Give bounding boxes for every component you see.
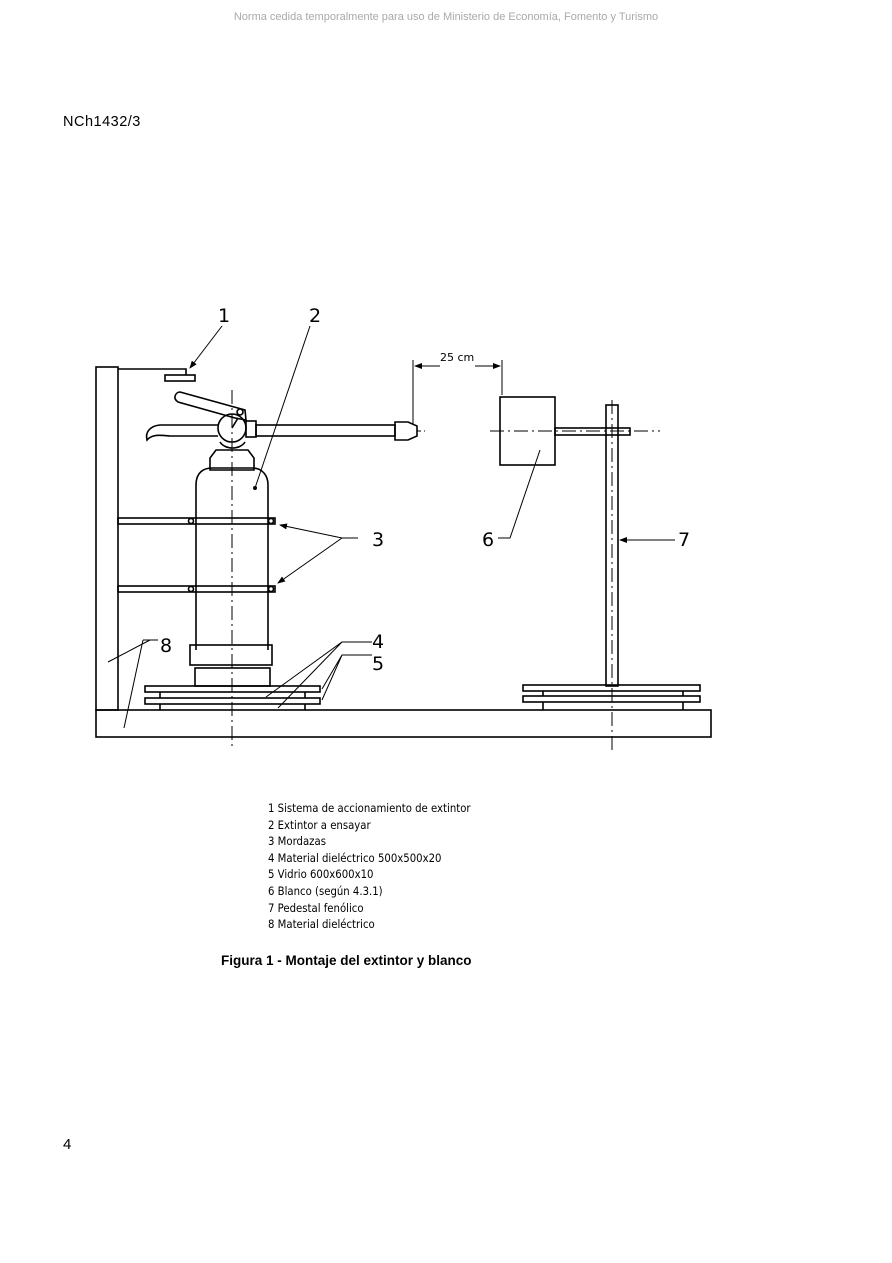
legend-item: 1 Sistema de accionamiento de extintor — [268, 801, 471, 815]
document-code-header: NCh1432/3 — [63, 114, 141, 130]
callout-5: 5 — [372, 653, 384, 675]
callout-1: 1 — [218, 305, 230, 327]
callout-3: 3 — [372, 529, 384, 551]
dimension-25cm — [412, 360, 503, 432]
callout-leaders — [107, 325, 675, 729]
dimension-label: 25 cm — [440, 351, 474, 364]
target-and-pedestal — [490, 396, 701, 750]
figure-legend: 1 Sistema de accionamiento de extintor 2… — [268, 800, 471, 933]
dielectric-frame — [95, 366, 712, 738]
callout-4: 4 — [372, 631, 384, 653]
page-number: 4 — [63, 1136, 72, 1153]
extinguisher — [145, 390, 418, 750]
watermark: Norma cedida temporalmente para uso de M… — [233, 11, 659, 23]
callout-6: 6 — [482, 529, 494, 551]
callout-7: 7 — [678, 529, 690, 551]
plates-left — [144, 685, 321, 710]
figure-caption: Figura 1 - Montaje del extintor y blanco — [221, 953, 472, 968]
legend-item: 2 Extintor a ensayar — [268, 817, 371, 832]
callout-8: 8 — [160, 635, 172, 657]
legend-item: 5 Vidrio 600x600x10 — [268, 867, 374, 882]
legend-item: 6 Blanco (según 4.3.1) — [268, 883, 383, 898]
clamps — [117, 517, 276, 593]
legend-item: 3 Mordazas — [268, 834, 326, 849]
legend-item: 4 Material dieléctrico 500x500x20 — [268, 850, 442, 865]
callout-2: 2 — [309, 305, 321, 327]
legend-item: 7 Pedestal fenólico — [268, 900, 364, 915]
legend-item: 8 Material dieléctrico — [268, 917, 375, 932]
callout-labels: 1 2 3 4 5 6 7 8 25 cm — [160, 305, 690, 675]
